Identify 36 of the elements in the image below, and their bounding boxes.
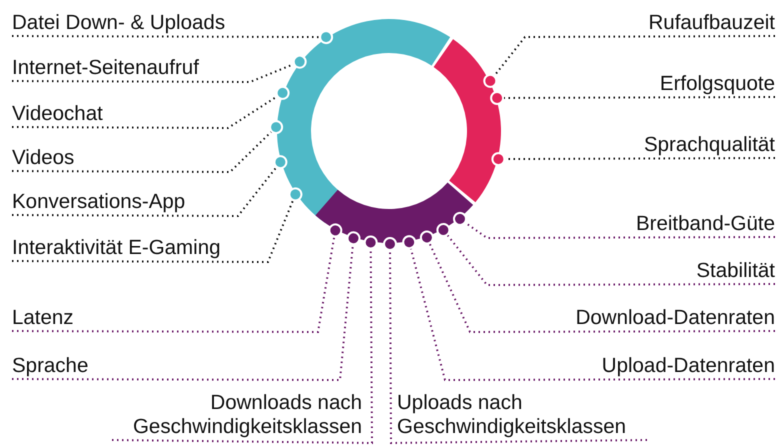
category-label: Upload-Datenraten xyxy=(602,354,775,380)
leader-line xyxy=(112,236,378,444)
leader-line xyxy=(453,212,775,239)
leader-line xyxy=(491,152,775,166)
category-label: Datei Down- & Uploads xyxy=(12,11,226,37)
ring-segment xyxy=(315,182,474,243)
category-label: Sprachqualität xyxy=(644,133,775,159)
leader-line xyxy=(420,230,775,333)
leader-line xyxy=(12,30,334,44)
category-label: Konversations-App xyxy=(12,190,186,216)
category-label: Download-Datenraten xyxy=(576,306,775,332)
category-label: Rufaufbauzeit xyxy=(648,11,775,37)
category-label: Videochat xyxy=(12,102,103,128)
category-label: Downloads nach Geschwindigkeitsklassen xyxy=(112,391,362,441)
leader-line xyxy=(383,237,648,444)
leader-line xyxy=(402,235,775,381)
leader-line xyxy=(12,223,342,333)
category-label: Latenz xyxy=(12,306,74,332)
category-label: Sprache xyxy=(12,354,88,380)
leader-line xyxy=(436,223,775,286)
leader-line xyxy=(12,86,290,129)
leader-line xyxy=(12,155,288,217)
category-label: Breitband-Güte xyxy=(636,212,775,238)
ring-segment xyxy=(434,39,501,202)
category-label: Internet-Seitenaufruf xyxy=(12,56,199,82)
leader-line xyxy=(12,120,284,173)
leader-line xyxy=(12,231,360,381)
category-label: Videos xyxy=(12,146,74,172)
leader-line xyxy=(490,91,775,105)
category-label: Erfolgsquote xyxy=(660,72,775,98)
leader-line xyxy=(483,35,775,88)
category-label: Uploads nach Geschwindigkeitsklassen xyxy=(397,391,647,441)
category-label: Interaktivität E-Gaming xyxy=(12,236,220,262)
leader-line xyxy=(12,187,302,263)
leader-line xyxy=(12,54,307,83)
category-label: Stabilität xyxy=(696,259,775,285)
